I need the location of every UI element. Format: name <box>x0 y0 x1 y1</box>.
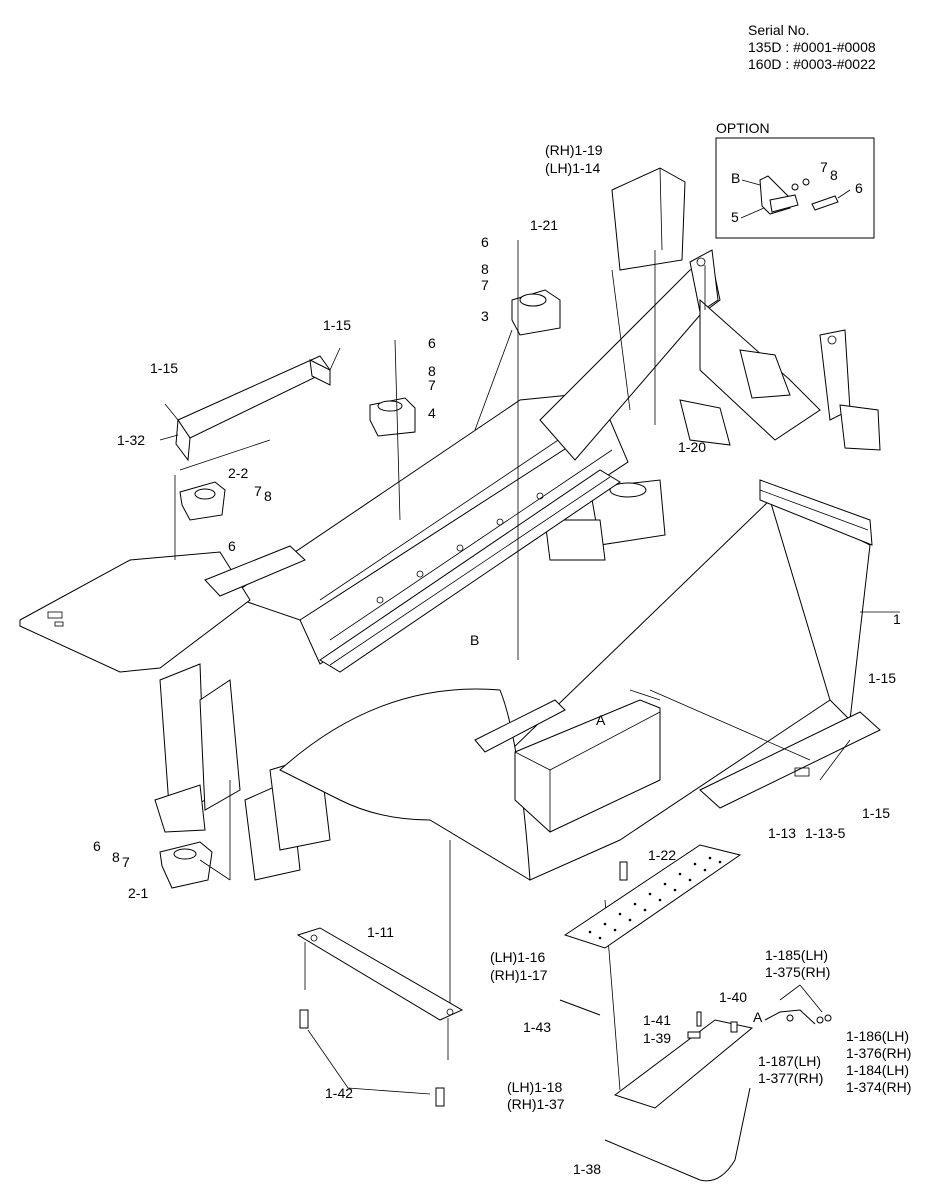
callout-1-15-left: 1-15 <box>150 360 178 376</box>
callout-7-mid: 7 <box>428 377 436 393</box>
option-label-8: 8 <box>830 167 838 183</box>
callout-1-17-rh: (RH)1-17 <box>490 967 548 983</box>
serial-heading: Serial No. <box>748 22 810 38</box>
callout-2-2: 2-2 <box>228 465 248 481</box>
callout-1-20: 1-20 <box>678 439 706 455</box>
callout-2-1: 2-1 <box>128 885 148 901</box>
callout-1-11: 1-11 <box>367 924 394 940</box>
callout-1-184-lh: 1-184(LH) <box>846 1062 909 1078</box>
callout-1: 1 <box>893 611 901 627</box>
callout-1-376-rh: 1-376(RH) <box>846 1045 911 1061</box>
callout-1-40: 1-40 <box>719 989 747 1005</box>
callout-6-mid: 6 <box>428 335 436 351</box>
step-perforations <box>588 856 722 940</box>
callout-8-bottom: 8 <box>112 849 120 865</box>
serial-line-160d: 160D : #0003-#0022 <box>748 56 876 72</box>
serial-line-135d: 135D : #0001-#0008 <box>748 39 876 55</box>
option-label-5: 5 <box>731 209 739 225</box>
callout-1-42: 1-42 <box>325 1085 353 1101</box>
callout-1-43: 1-43 <box>523 1019 551 1035</box>
callout-a-latch: A <box>753 1009 763 1025</box>
callout-7-bottom: 7 <box>122 854 130 870</box>
callout-6-upper: 6 <box>481 234 489 250</box>
callout-1-374-rh: 1-374(RH) <box>846 1079 911 1095</box>
option-label-6: 6 <box>855 180 863 196</box>
option-label-b: B <box>731 170 740 186</box>
callout-1-187-lh: 1-187(LH) <box>758 1053 821 1069</box>
callout-a-toolbox: A <box>596 712 606 728</box>
callout-1-185-lh: 1-185(LH) <box>765 947 828 963</box>
callout-3: 3 <box>481 308 489 324</box>
callout-8-left: 8 <box>264 488 272 504</box>
callout-1-32: 1-32 <box>117 432 145 448</box>
callout-1-377-rh: 1-377(RH) <box>758 1070 823 1086</box>
callout-b: B <box>470 632 479 648</box>
callout-1-38: 1-38 <box>573 1161 601 1177</box>
callout-7-left: 7 <box>254 483 262 499</box>
callout-1-19-rh: (RH)1-19 <box>545 142 603 158</box>
option-frame <box>715 137 875 239</box>
option-detail: OPTION B 7 8 6 5 <box>715 120 875 239</box>
callout-1-39: 1-39 <box>643 1030 671 1046</box>
callout-1-16-lh: (LH)1-16 <box>490 949 545 965</box>
callout-1-41: 1-41 <box>643 1012 671 1028</box>
callout-8-mid: 8 <box>428 363 436 379</box>
option-title: OPTION <box>716 120 770 136</box>
callout-1-15-right-top: 1-15 <box>868 670 896 686</box>
callout-6-left: 6 <box>228 538 236 554</box>
callout-1-13: 1-13 <box>768 825 796 841</box>
callout-7-upper: 7 <box>481 277 489 293</box>
callout-6-bottom: 6 <box>93 838 101 854</box>
callout-1-375-rh: 1-375(RH) <box>765 964 830 980</box>
callout-1-15-top: 1-15 <box>323 317 351 333</box>
callout-4: 4 <box>428 405 436 421</box>
callout-labels: (RH)1-19 (LH)1-14 1-21 6 8 7 3 1-15 1-15… <box>93 142 911 1177</box>
callout-1-15-right-bottom: 1-15 <box>862 805 890 821</box>
bottom-parts <box>296 844 832 1182</box>
callout-8-upper: 8 <box>481 261 489 277</box>
callout-1-37-rh: (RH)1-37 <box>507 1096 565 1112</box>
callout-1-14-lh: (LH)1-14 <box>545 160 600 176</box>
callout-1-21: 1-21 <box>530 217 558 233</box>
callout-1-186-lh: 1-186(LH) <box>846 1028 909 1044</box>
callout-1-22: 1-22 <box>648 847 676 863</box>
serial-number-block: Serial No. 135D : #0001-#0008 160D : #00… <box>748 22 876 73</box>
callout-1-18-lh: (LH)1-18 <box>507 1079 562 1095</box>
callout-1-13-5: 1-13-5 <box>805 825 846 841</box>
option-label-7: 7 <box>820 159 828 175</box>
main-frame-assembly <box>19 167 881 889</box>
